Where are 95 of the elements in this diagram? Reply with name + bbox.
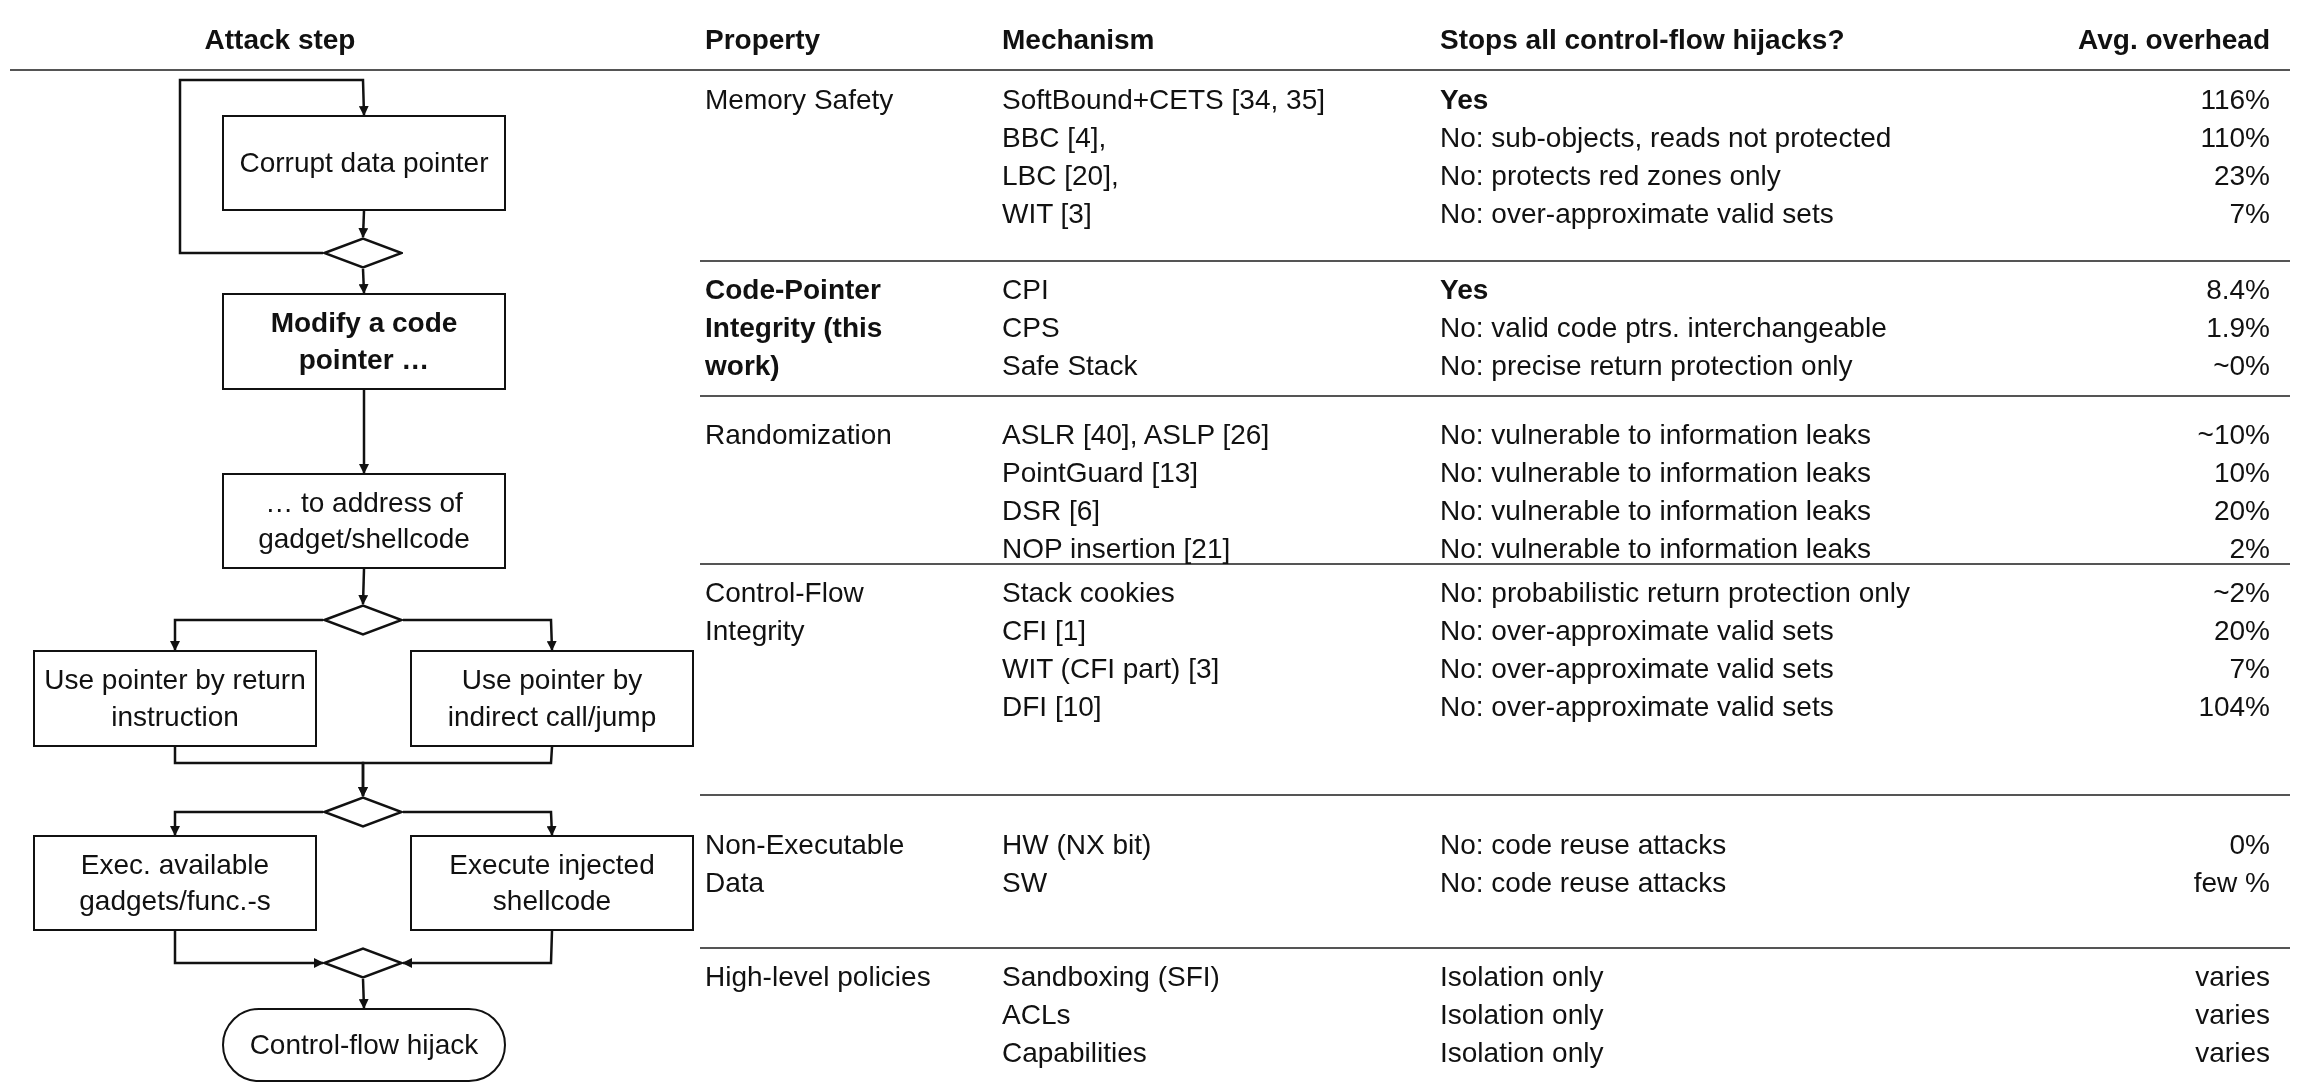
table-cell-text: Safe Stack	[1002, 349, 1138, 383]
table-cell-text: DFI [10]	[1002, 690, 1102, 724]
table-cell-text: No: over-approximate valid sets	[1440, 197, 1834, 231]
process-box: Corrupt data pointer	[222, 115, 506, 211]
process-box: Use pointer by indirect call/jump	[410, 650, 694, 747]
table-cell-text: Code-Pointer Integrity (this work)	[705, 273, 884, 383]
column-header: Stops all control-flow hijacks?	[1440, 23, 1845, 57]
table-cell-text: PointGuard [13]	[1002, 456, 1199, 490]
table-cell-text: No: probabilistic return protection only	[1440, 576, 1910, 610]
column-header: Attack step	[203, 23, 357, 57]
table-cell-text: CFI [1]	[1002, 614, 1086, 648]
arrow	[359, 390, 369, 474]
table-cell-text: 8.4%	[2206, 273, 2270, 307]
table-cell-text: 20%	[2213, 614, 2270, 648]
table-cell-text: ~0%	[2213, 349, 2270, 383]
table-cell-text: ASLR [40], ASLP [26]	[1002, 418, 1270, 452]
decision-diamond	[323, 604, 403, 636]
process-box: Modify a code pointer …	[222, 293, 506, 390]
table-cell-text: ~10%	[2197, 418, 2270, 452]
arrow	[402, 930, 554, 968]
process-box: Exec. available gadgets/func.-s	[33, 835, 317, 931]
table-cell-text: ~2%	[2213, 576, 2270, 610]
table-cell-text: WIT (CFI part) [3]	[1002, 652, 1220, 686]
column-header: Avg. overhead	[2078, 23, 2270, 57]
table-cell-text: Capabilities	[1002, 1036, 1147, 1070]
table-cell-text: Randomization	[705, 418, 893, 452]
arrow	[358, 210, 369, 238]
table-cell-text: No: over-approximate valid sets	[1440, 652, 1834, 686]
table-cell-text: DSR [6]	[1002, 494, 1101, 528]
table-cell-text: CPI	[1002, 273, 1049, 307]
table-cell-text: Yes	[1440, 83, 1489, 117]
arrow	[170, 618, 323, 651]
column-header: Mechanism	[1002, 23, 1155, 57]
table-cell-text: No: precise return protection only	[1440, 349, 1853, 383]
table-cell-text: Memory Safety	[705, 83, 895, 117]
table-cell-text: No: over-approximate valid sets	[1440, 614, 1834, 648]
table-cell-text: Stack cookies	[1002, 576, 1175, 610]
arrow	[358, 746, 554, 797]
table-cell-text: No: protects red zones only	[1440, 159, 1781, 193]
table-cell-text: No: sub-objects, reads not protected	[1440, 121, 1892, 155]
table-cell-text: 116%	[2200, 83, 2270, 117]
arrow	[403, 810, 557, 836]
table-cell-text: No: code reuse attacks	[1440, 866, 1727, 900]
table-cell-text: 7%	[2229, 652, 2270, 686]
table-cell-text: No: code reuse attacks	[1440, 828, 1727, 862]
arrow	[170, 810, 323, 836]
table-cell-text: No: over-approximate valid sets	[1440, 690, 1834, 724]
table-cell-text: Sandboxing (SFI)	[1002, 960, 1220, 994]
table-cell-text: 23%	[2213, 159, 2270, 193]
decision-diamond	[323, 796, 403, 828]
table-cell-text: High-level policies	[705, 960, 932, 994]
table-cell-text: Yes	[1440, 273, 1489, 307]
table-cell-text: Isolation only	[1440, 1036, 1604, 1070]
table-cell-text: 104%	[2198, 690, 2270, 724]
table-cell-text: Isolation only	[1440, 960, 1604, 994]
table-cell-text: LBC [20],	[1002, 159, 1119, 193]
table-cell-text: No: valid code ptrs. interchangeable	[1440, 311, 1887, 345]
arrow	[403, 618, 557, 651]
table-cell-text: No: vulnerable to information leaks	[1440, 418, 1872, 452]
table-cell-text: No: vulnerable to information leaks	[1440, 494, 1872, 528]
table-cell-text: SW	[1002, 866, 1048, 900]
process-box: Use pointer by return instruction	[33, 650, 317, 747]
arrow	[358, 568, 369, 605]
table-cell-text: 7%	[2229, 197, 2270, 231]
table-cell-text: ACLs	[1002, 998, 1071, 1032]
table-cell-text: few %	[2193, 866, 2270, 900]
arrow	[358, 978, 369, 1009]
table-cell-text: 1.9%	[2206, 311, 2270, 345]
table-cell-text: Non-Executable Data	[705, 828, 906, 900]
table-cell-text: NOP insertion [21]	[1002, 532, 1231, 566]
table-cell-text: 10%	[2213, 456, 2270, 490]
table-cell-text: No: vulnerable to information leaks	[1440, 532, 1872, 566]
table-cell-text: CPS	[1002, 311, 1060, 345]
arrow	[358, 268, 369, 294]
decision-diamond	[323, 237, 403, 269]
table-cell-text: 2%	[2229, 532, 2270, 566]
table-cell-text: Isolation only	[1440, 998, 1604, 1032]
table-cell-text: BBC [4],	[1002, 121, 1107, 155]
arrow	[173, 931, 324, 968]
table-cell-text: varies	[2195, 960, 2270, 994]
decision-diamond	[323, 947, 403, 979]
table-cell-text: 20%	[2213, 494, 2270, 528]
process-box: … to address of gadget/shellcode	[222, 473, 506, 569]
table-cell-text: varies	[2195, 998, 2270, 1032]
table-cell-text: varies	[2195, 1036, 2270, 1070]
table-cell-text: SoftBound+CETS [34, 35]	[1002, 83, 1325, 117]
column-header: Property	[705, 23, 821, 57]
arrow	[178, 78, 369, 255]
table-cell-text: No: vulnerable to information leaks	[1440, 456, 1872, 490]
table-cell-text: Control-Flow Integrity	[705, 576, 865, 648]
table-cell-text: 0%	[2229, 828, 2270, 862]
table-cell-text: 110%	[2200, 121, 2270, 155]
table-cell-text: HW (NX bit)	[1002, 828, 1152, 862]
process-box: Execute injected shellcode	[410, 835, 694, 931]
table-cell-text: WIT [3]	[1002, 197, 1092, 231]
